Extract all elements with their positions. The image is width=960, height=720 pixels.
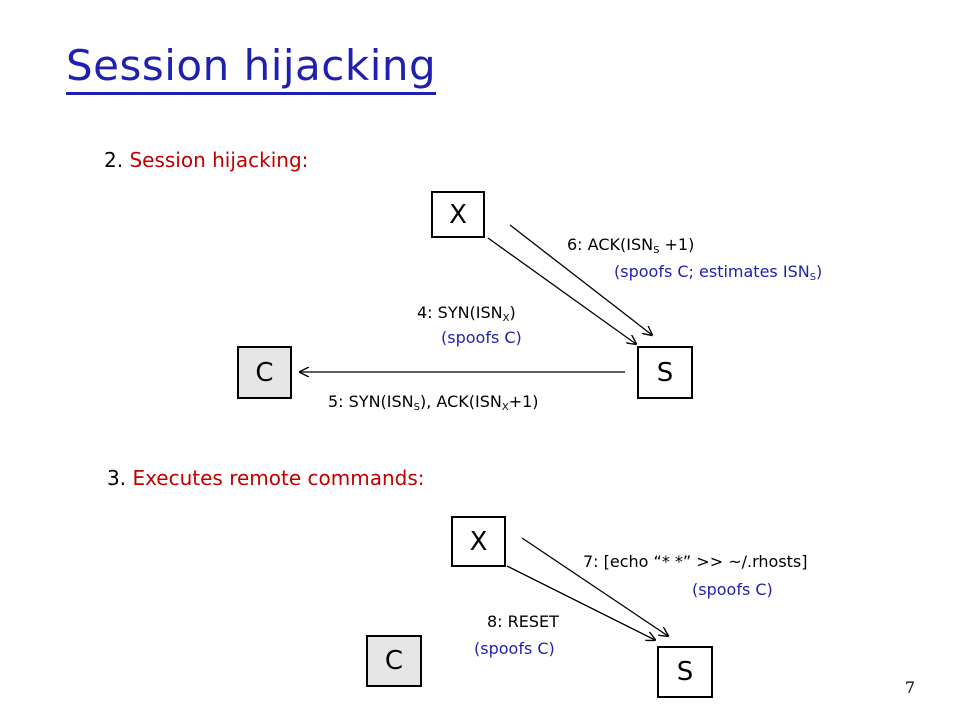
message-7-note: (spoofs C) bbox=[692, 580, 773, 599]
node-s-server: S bbox=[637, 346, 693, 399]
section-3-heading: 3. Executes remote commands: bbox=[107, 466, 425, 490]
message-6-subscript: S bbox=[653, 245, 660, 256]
arrow-8-x-to-s bbox=[506, 565, 655, 640]
message-8-note: (spoofs C) bbox=[474, 639, 555, 658]
section-3-heading-text: Executes remote commands: bbox=[132, 466, 425, 490]
message-6-text: 6: ACK(ISN bbox=[567, 235, 654, 254]
message-6-ack: 6: ACK(ISNS +1) bbox=[567, 235, 694, 256]
arrow-4-x-to-s bbox=[487, 237, 636, 344]
arrow-7-x-to-s bbox=[521, 537, 668, 636]
section-2-number: 2. bbox=[104, 148, 130, 172]
arrow-6-x-to-s bbox=[509, 224, 652, 335]
message-4-note: (spoofs C) bbox=[441, 328, 522, 347]
node-x-attacker: X bbox=[431, 191, 485, 238]
message-4-suffix: ) bbox=[509, 303, 516, 322]
section-2-heading: 2. Session hijacking: bbox=[104, 148, 308, 172]
node-c-client: C bbox=[237, 346, 292, 399]
message-4-subscript: X bbox=[502, 313, 510, 324]
page-number: 7 bbox=[904, 678, 915, 697]
node-x-attacker-2: X bbox=[451, 516, 506, 567]
message-6-note-subscript: S bbox=[809, 272, 817, 283]
message-7-echo: 7: [echo “* *” >> ~/.rhosts] bbox=[583, 552, 808, 571]
message-5-subscript-1: S bbox=[413, 402, 420, 413]
message-5-synack: 5: SYN(ISNS), ACK(ISNX+1) bbox=[328, 392, 539, 413]
message-6-note: (spoofs C; estimates ISNS) bbox=[614, 262, 822, 283]
message-4-text: 4: SYN(ISN bbox=[417, 303, 503, 322]
node-c-client-2: C bbox=[366, 635, 422, 687]
message-4-syn: 4: SYN(ISNX) bbox=[417, 303, 516, 324]
message-5-suffix: +1) bbox=[508, 392, 539, 411]
message-6-note-suffix: ) bbox=[816, 262, 823, 281]
message-5-text: 5: SYN(ISN bbox=[328, 392, 414, 411]
section-2-heading-text: Session hijacking: bbox=[129, 148, 309, 172]
node-s-server-2: S bbox=[657, 646, 713, 698]
message-8-reset: 8: RESET bbox=[487, 612, 559, 631]
message-5-subscript-2: X bbox=[501, 402, 509, 413]
section-3-number: 3. bbox=[107, 466, 133, 490]
slide-title: Session hijacking bbox=[66, 40, 437, 95]
message-5-mid: ), ACK(ISN bbox=[420, 392, 502, 411]
message-6-suffix: +1) bbox=[659, 235, 695, 254]
message-6-note-text: (spoofs C; estimates ISN bbox=[614, 262, 810, 281]
